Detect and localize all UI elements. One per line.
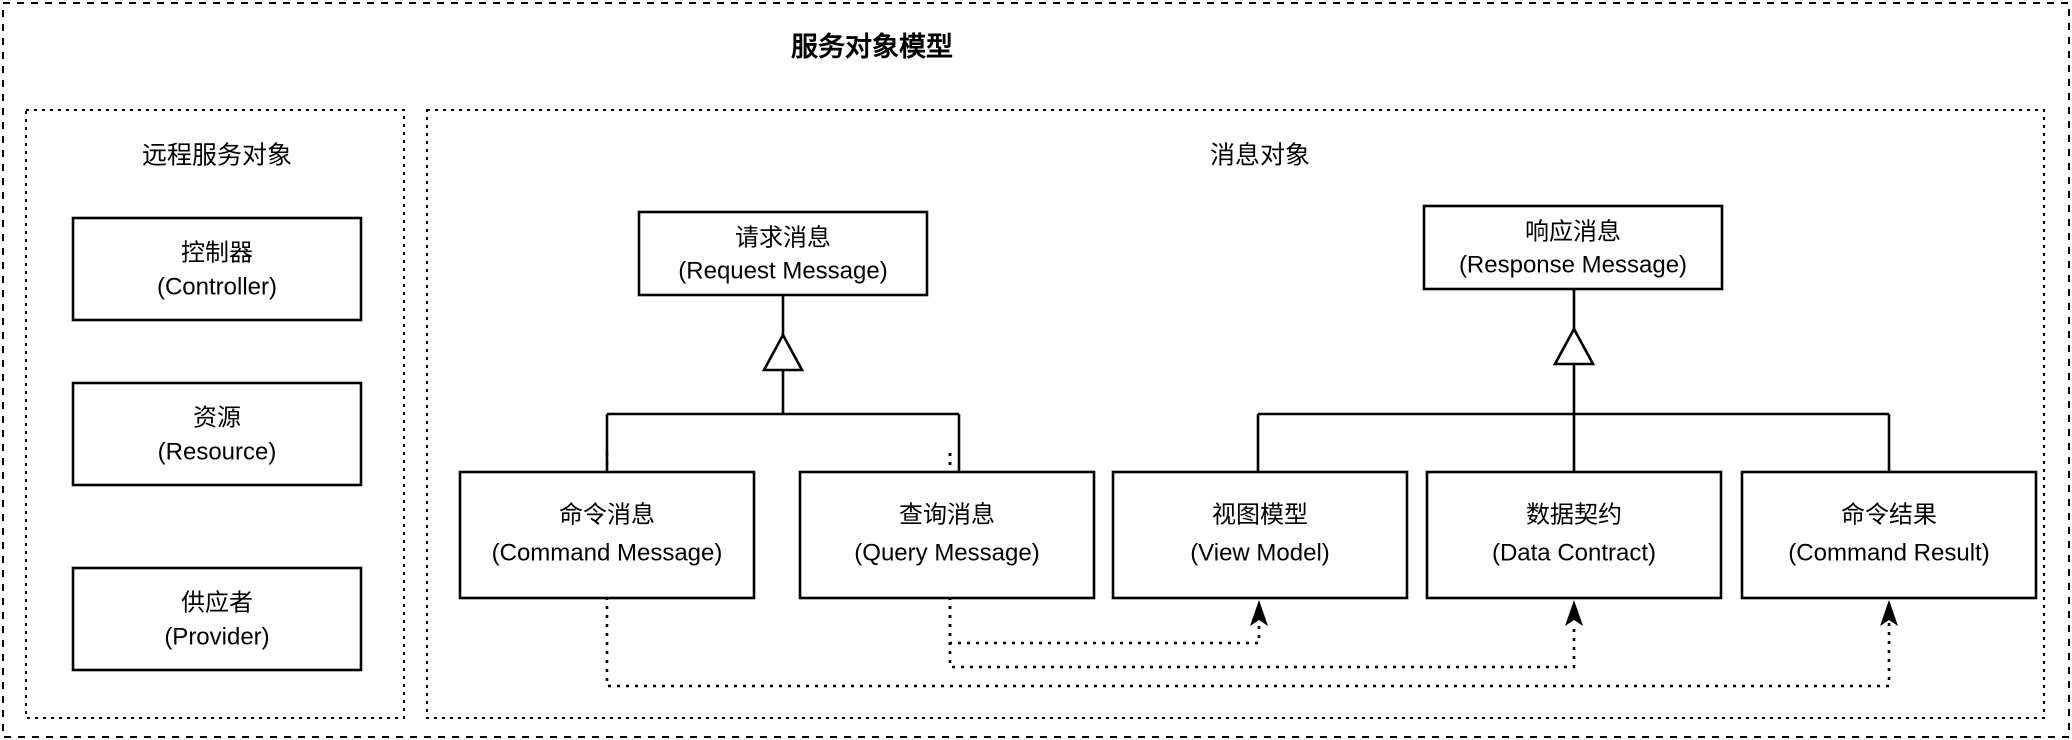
node-command-message[interactable]: 命令消息 (Command Message) — [458, 470, 756, 600]
arrowhead-dep-command-result — [1880, 600, 1898, 626]
node-controller-box[interactable] — [71, 216, 363, 322]
node-command-result-label-cn: 命令结果 — [1841, 501, 1937, 528]
generalization-triangle-response — [1552, 326, 1596, 366]
node-resource-label-en: (Resource) — [158, 438, 277, 465]
node-data-contract-box[interactable] — [1425, 470, 1723, 600]
node-controller-label-en: (Controller) — [157, 273, 277, 300]
node-request-message-label-en: (Request Message) — [678, 257, 887, 284]
node-command-message-label-cn: 命令消息 — [559, 501, 655, 528]
node-request-message[interactable]: 请求消息 (Request Message) — [637, 210, 929, 297]
node-response-message-label-en: (Response Message) — [1459, 251, 1687, 278]
node-controller-label-cn: 控制器 — [181, 239, 253, 266]
node-request-message-box[interactable] — [637, 210, 929, 297]
node-view-model-label-en: (View Model) — [1190, 539, 1330, 566]
group-title-message-objects: 消息对象 — [1210, 142, 1310, 170]
group-title-remote-service-objects: 远程服务对象 — [142, 142, 292, 170]
node-provider-box[interactable] — [71, 566, 363, 672]
node-resource-label-cn: 资源 — [193, 404, 241, 431]
node-response-message-box[interactable] — [1422, 204, 1724, 291]
node-controller[interactable]: 控制器 (Controller) — [71, 216, 363, 322]
node-command-result-label-en: (Command Result) — [1788, 539, 1989, 566]
node-query-message-label-cn: 查询消息 — [899, 501, 995, 528]
node-provider[interactable]: 供应者 (Provider) — [71, 566, 363, 672]
node-query-message-label-en: (Query Message) — [854, 539, 1039, 566]
group-frame-message-objects — [426, 109, 2045, 719]
node-provider-label-en: (Provider) — [164, 623, 269, 650]
arrowhead-dep-view-model — [1250, 600, 1268, 626]
node-resource-box[interactable] — [71, 381, 363, 487]
node-data-contract-label-en: (Data Contract) — [1492, 539, 1656, 566]
group-frame-remote-service-objects — [25, 109, 405, 719]
node-command-result[interactable]: 命令结果 (Command Result) — [1740, 470, 2038, 600]
node-response-message-label-cn: 响应消息 — [1525, 218, 1621, 245]
diagram-title: 服务对象模型 — [791, 31, 953, 62]
edge-dep-query-to-view-model — [948, 453, 1261, 645]
edge-dep-command-to-command-result — [605, 453, 1891, 688]
node-command-message-box[interactable] — [458, 470, 756, 600]
generalization-triangle-request — [761, 332, 805, 372]
arrowhead-dep-data-contract — [1565, 600, 1583, 626]
node-data-contract-label-cn: 数据契约 — [1526, 501, 1622, 528]
node-view-model-label-cn: 视图模型 — [1212, 501, 1308, 528]
node-provider-label-cn: 供应者 — [181, 589, 253, 616]
node-query-message[interactable]: 查询消息 (Query Message) — [798, 470, 1096, 600]
node-command-message-label-en: (Command Message) — [492, 539, 723, 566]
node-request-message-label-cn: 请求消息 — [735, 224, 831, 251]
node-response-message[interactable]: 响应消息 (Response Message) — [1422, 204, 1724, 291]
node-query-message-box[interactable] — [798, 470, 1096, 600]
node-resource[interactable]: 资源 (Resource) — [71, 381, 363, 487]
node-view-model[interactable]: 视图模型 (View Model) — [1111, 470, 1409, 600]
node-data-contract[interactable]: 数据契约 (Data Contract) — [1425, 470, 1723, 600]
node-view-model-box[interactable] — [1111, 470, 1409, 600]
node-command-result-box[interactable] — [1740, 470, 2038, 600]
